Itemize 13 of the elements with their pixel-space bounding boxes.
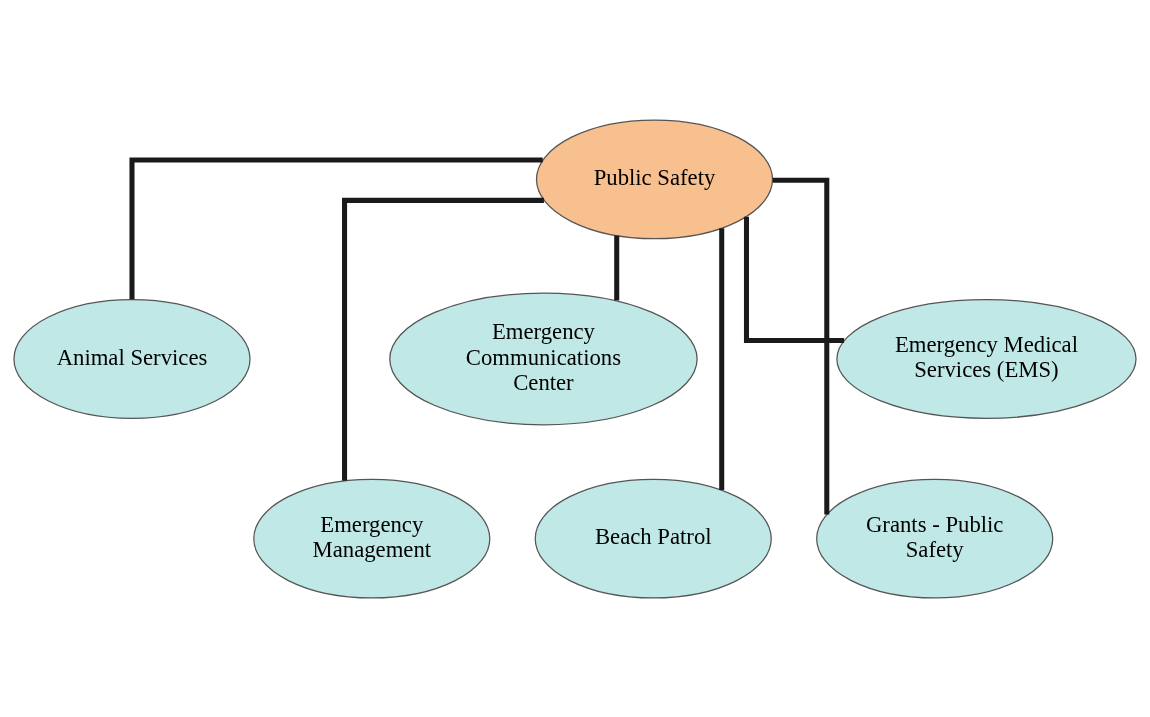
connector — [129, 156, 543, 299]
node-ellipse: Emergency Medical Services (EMS) — [836, 298, 1137, 419]
connector — [614, 235, 620, 300]
node-ellipse: Beach Patrol — [534, 478, 772, 599]
connector — [772, 177, 830, 515]
connector — [342, 197, 544, 481]
connector — [719, 227, 725, 490]
node-ellipse: Emergency Communications Center — [389, 292, 698, 425]
node-ellipse: Animal Services — [13, 298, 251, 419]
node-ellipse: Public Safety — [535, 118, 774, 239]
node-ellipse: Emergency Management — [253, 478, 491, 599]
node-ellipse: Grants - Public Safety — [816, 478, 1054, 599]
connector — [743, 216, 845, 343]
